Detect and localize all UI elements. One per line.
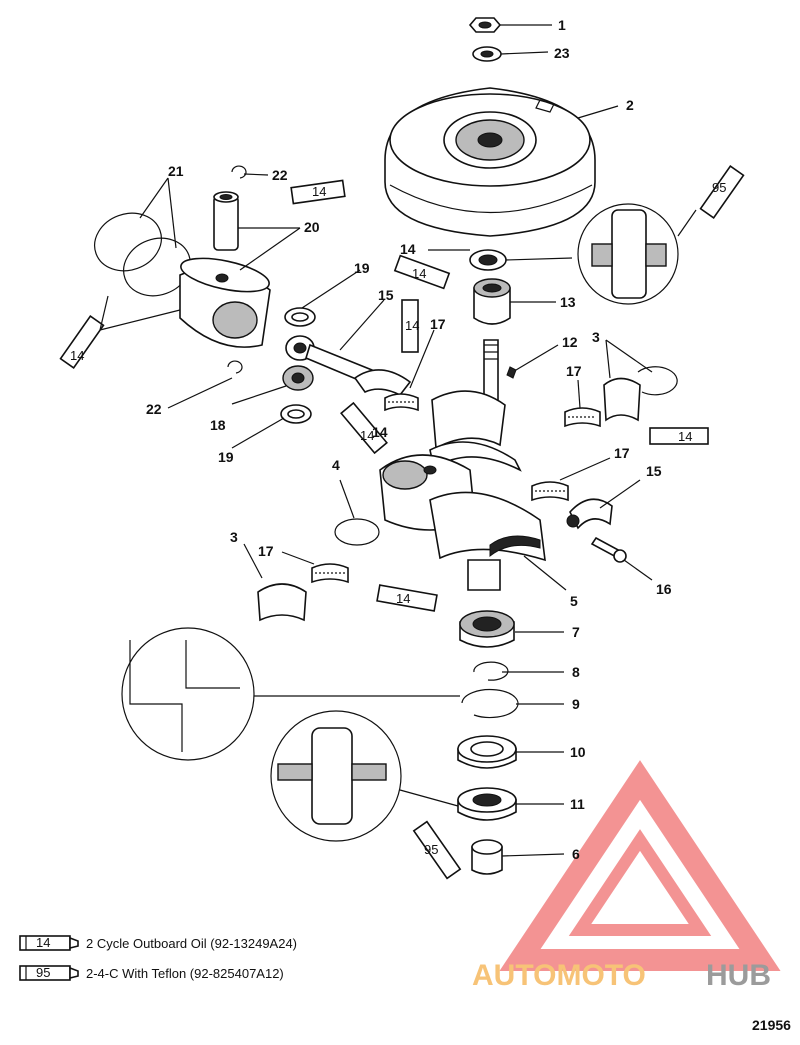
lower-sleeve-part: [471, 839, 503, 875]
tube-label: 14: [412, 266, 426, 281]
tube-label: 95: [424, 842, 438, 857]
callout-6: 6: [572, 846, 580, 862]
callout-12: 12: [562, 334, 578, 350]
callout-14-middle: 14: [372, 424, 388, 440]
watermark-logo: AUTOMOTO HUB: [472, 760, 781, 992]
flywheel-part: [384, 87, 596, 237]
lower-ring-part: [457, 735, 517, 769]
callout-3-bottom: 3: [230, 529, 238, 545]
callout-20: 20: [304, 219, 320, 235]
tube-label: 14: [396, 591, 410, 606]
rod-bearing-cage-4: [311, 563, 349, 584]
woodruff-key-part: [506, 366, 517, 379]
wrist-pin-clip-top: [231, 165, 247, 179]
rod-bearing-cage-3: [531, 481, 569, 502]
rod-cap-upper: [603, 377, 641, 422]
tube-label: 14: [70, 348, 84, 363]
lube-tube-95-b: 95: [412, 820, 462, 880]
tube-label: 95: [712, 180, 726, 195]
tube-label: 14: [678, 429, 692, 444]
callout-16: 16: [656, 581, 672, 597]
needle-bearing-wrist: [282, 365, 314, 391]
callout-1: 1: [558, 17, 566, 33]
washer-part: [472, 46, 502, 62]
nut-part: [468, 17, 502, 33]
callout-22-bottom: 22: [146, 401, 162, 417]
detail-circle-top-seal: [577, 203, 679, 305]
tube-label: 14: [405, 318, 419, 333]
callout-15-top: 15: [378, 287, 394, 303]
callout-5: 5: [570, 593, 578, 609]
rod-bearing-cage-1: [384, 393, 419, 412]
detail-circle-ring-groove: [121, 627, 255, 761]
tube-label: 14: [360, 428, 374, 443]
lower-oil-seal-part: [457, 787, 517, 821]
callout-2: 2: [626, 97, 634, 113]
lube-tube-14-e: 14: [340, 401, 388, 455]
legend-code-14: 14: [36, 935, 50, 950]
top-bearing-part: [473, 278, 511, 325]
tube-label: 14: [312, 184, 326, 199]
watermark-text-b: HUB: [706, 959, 771, 992]
detail-circle-lower-seal: [270, 710, 402, 842]
callout-17-bottom: 17: [258, 543, 274, 559]
rod-cap-lower: [257, 583, 307, 622]
lube-tube-14-b: 14: [393, 254, 451, 290]
callout-21: 21: [168, 163, 184, 179]
legend-text-14: 2 Cycle Outboard Oil (92-13249A24): [86, 936, 297, 951]
lube-tube-14-a: 14: [290, 179, 346, 205]
lube-tube-14-g: 14: [376, 584, 438, 612]
callout-13: 13: [560, 294, 576, 310]
lube-tube-14-f: 14: [649, 427, 709, 445]
callout-17-middle: 17: [614, 445, 630, 461]
callout-3-top: 3: [592, 329, 600, 345]
lubricant-tubes: 14 14 14 14 14 14 14 95: [59, 164, 745, 880]
callout-15-right: 15: [646, 463, 662, 479]
rod-cap-right: [566, 498, 613, 530]
callout-14-top: 14: [400, 241, 416, 257]
legend-item-14: 14 2 Cycle Outboard Oil (92-13249A24): [19, 935, 297, 951]
leader-lines: [99, 24, 697, 857]
callout-23: 23: [554, 45, 570, 61]
lube-tube-95-a: 95: [699, 164, 745, 220]
lube-tube-14-c: 14: [401, 299, 419, 353]
callout-7: 7: [572, 624, 580, 640]
center-main-bearing-part: [489, 535, 541, 558]
wrist-pin-clip-bottom: [227, 360, 243, 374]
thrust-washer-lower: [280, 404, 312, 424]
rod-screw-part: [590, 536, 627, 563]
callout-9: 9: [572, 696, 580, 712]
snap-ring-8: [473, 661, 509, 681]
watermark-text-a: AUTOMOTO: [472, 959, 646, 992]
callout-17-right: 17: [566, 363, 582, 379]
legend-code-95: 95: [36, 965, 50, 980]
piston-rings-part: [94, 212, 191, 297]
callout-8: 8: [572, 664, 580, 680]
lube-tube-14-d: 14: [59, 314, 105, 370]
ball-bearing-part: [459, 610, 515, 648]
retaining-ring-3-upper: [637, 366, 678, 396]
retaining-ring-9: [461, 688, 519, 719]
rod-bearing-cage-2: [564, 407, 601, 428]
callout-19-bottom: 19: [218, 449, 234, 465]
callout-10: 10: [570, 744, 586, 760]
callout-19-top: 19: [354, 260, 370, 276]
legend-item-95: 95 2-4-C With Teflon (92-825407A12): [19, 965, 284, 981]
crankshaft-part: [379, 339, 546, 591]
wrist-pin-part: [213, 191, 239, 251]
callout-22-top: 22: [272, 167, 288, 183]
callout-17-top: 17: [430, 316, 446, 332]
figure-number: 21956: [752, 1017, 791, 1033]
legend-text-95: 2-4-C With Teflon (92-825407A12): [86, 966, 284, 981]
callout-4: 4: [332, 457, 340, 473]
legend: 14 2 Cycle Outboard Oil (92-13249A24) 95…: [19, 935, 297, 981]
piston-part: [179, 257, 271, 348]
callout-numbers: 1 23 2 22 21 20 14 19 15 13 17 12 3 22 1…: [146, 17, 672, 862]
thrust-washer-upper: [284, 307, 316, 327]
callout-18: 18: [210, 417, 226, 433]
retaining-ring-4: [334, 518, 380, 546]
top-seal-part: [469, 249, 507, 271]
callout-11: 11: [570, 796, 585, 812]
